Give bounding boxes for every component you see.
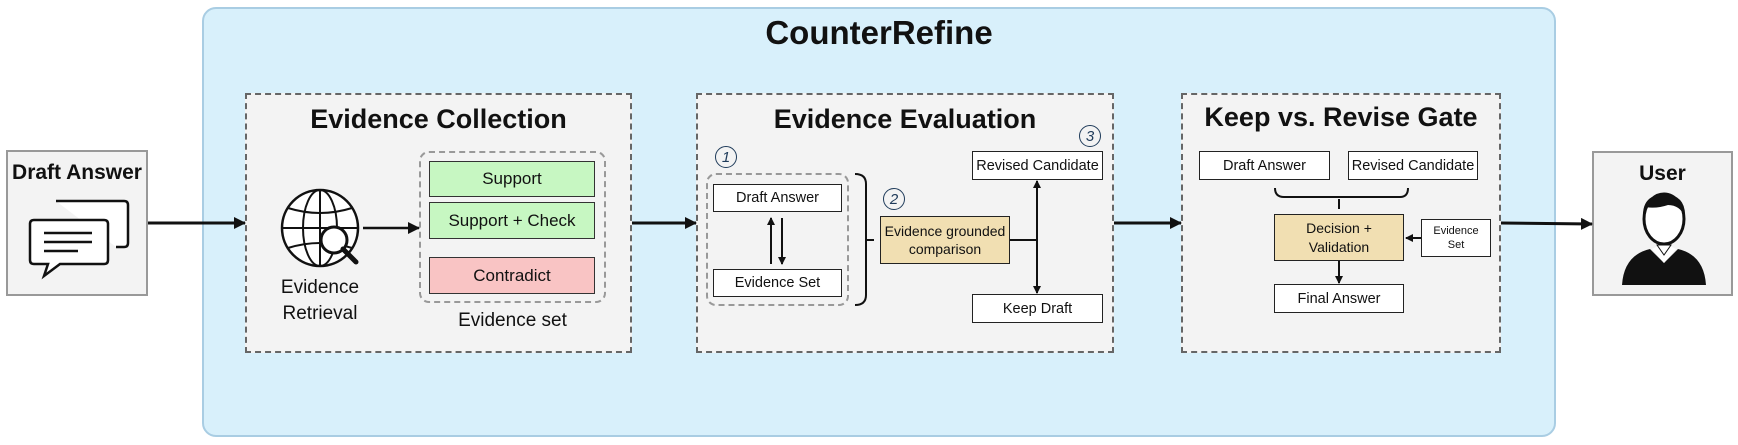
gate-evidence-set: Evidence Set [1421,219,1491,257]
keep-draft-box: Keep Draft [972,294,1103,323]
revised-candidate-box: Revised Candidate [972,151,1103,180]
eval-evidence-set: Evidence Set [713,269,842,297]
keep-revise-gate-title: Keep vs. Revise Gate [1204,102,1478,132]
user-title: User [1639,162,1686,185]
evidence-collection-title: Evidence Collection [310,104,567,134]
evidence-retrieval-label: Evidence Retrieval [280,277,360,324]
gate-brace [1274,187,1409,198]
final-answer-box: Final Answer [1274,284,1404,313]
gate-draft-answer: Draft Answer [1199,151,1330,180]
globe-search-icon [280,188,360,268]
step-2-badge: 2 [883,188,905,210]
draft-answer-box: Draft Answer [6,150,148,296]
support-check-item: Support + Check [429,202,595,239]
evidence-grounded-comparison: Evidence grounded comparison [880,216,1010,264]
evaluation-bracket [854,173,867,306]
evidence-set-label: Evidence set [458,310,567,331]
step-3-badge: 3 [1079,125,1101,147]
eval-draft-answer: Draft Answer [713,184,842,212]
chat-bubbles-icon [28,199,130,280]
support-item: Support [429,161,595,197]
main-title: CounterRefine [765,14,993,51]
user-avatar-icon [1622,192,1706,285]
evaluation-input-group [706,173,849,306]
evidence-set-group [419,151,606,303]
step-1-badge: 1 [715,146,737,168]
arrow-gate-to-user [1500,217,1593,230]
user-box: User [1592,151,1733,296]
evidence-evaluation-title: Evidence Evaluation [773,104,1037,134]
draft-answer-title: Draft Answer [12,161,142,184]
gate-revised-candidate: Revised Candidate [1348,151,1478,180]
decision-validation-box: Decision + Validation [1274,214,1404,261]
contradict-item: Contradict [429,257,595,294]
